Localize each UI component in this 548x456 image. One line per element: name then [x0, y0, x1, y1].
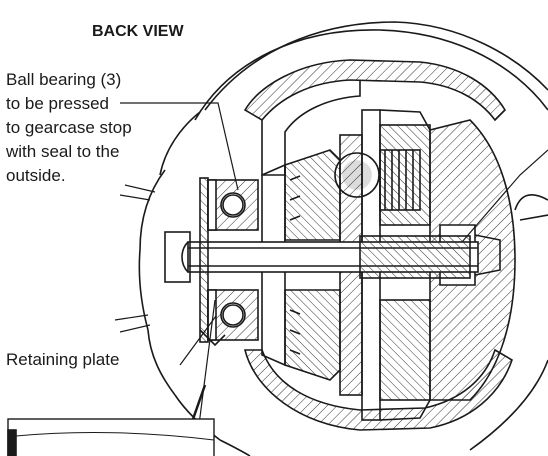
bearing-callout-line-5: outside. [6, 166, 66, 185]
ring-gear [339, 109, 431, 421]
bearing-callout-line-2: to be pressed [6, 94, 110, 113]
gearcase-outer-housing [138, 21, 548, 456]
pinion-gear [334, 149, 421, 211]
ball-bearing-upper [207, 179, 259, 231]
bearing-callout-line-4: with seal to the [6, 142, 120, 161]
detail-inset-box [7, 418, 215, 456]
housing-lower-section [243, 348, 513, 431]
main-shaft [164, 231, 479, 283]
bearing-callout-line-3: to gearcase stop [6, 118, 132, 137]
retaining-plate [199, 177, 226, 347]
view-title: BACK VIEW [92, 23, 184, 40]
housing-upper-section [243, 59, 507, 176]
bearing-callout-line-1: Ball bearing (3) [6, 70, 122, 89]
retaining-plate-label: Retaining plate [6, 350, 120, 370]
ball-bearing-lower [207, 289, 259, 341]
housing-ribs [114, 184, 156, 333]
